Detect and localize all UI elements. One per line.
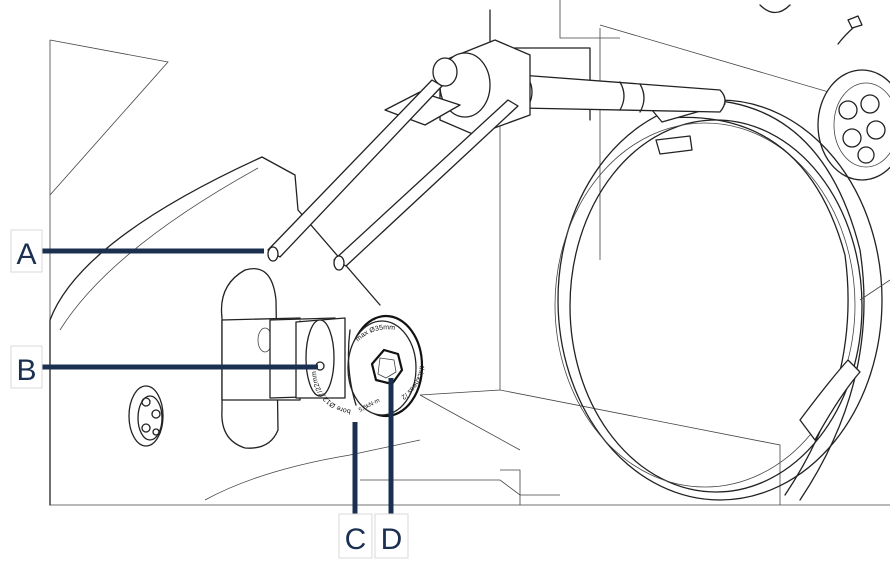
pivot-bar-assembly (267, 39, 726, 271)
spindle-assembly: max Ø35mm thickness /2 bore Ø12,7/22mm 5… (220, 268, 425, 449)
callout-a-text: A (16, 238, 36, 271)
machine-housing (49, 0, 890, 506)
callout-d-text: D (381, 523, 403, 556)
callout-b-text: B (16, 354, 36, 387)
rod-1 (267, 79, 443, 262)
callout-label-c: C (338, 513, 373, 559)
callout-label-a: A (10, 229, 43, 273)
callout-leaders (42, 248, 394, 514)
rod-2 (333, 99, 519, 271)
gear-knob (817, 69, 890, 181)
bolt-hub (128, 385, 164, 447)
callout-label-b: B (10, 345, 43, 389)
callout-c-text: C (345, 523, 367, 556)
callout-label-d: D (374, 513, 409, 559)
hose-loop (554, 93, 890, 501)
